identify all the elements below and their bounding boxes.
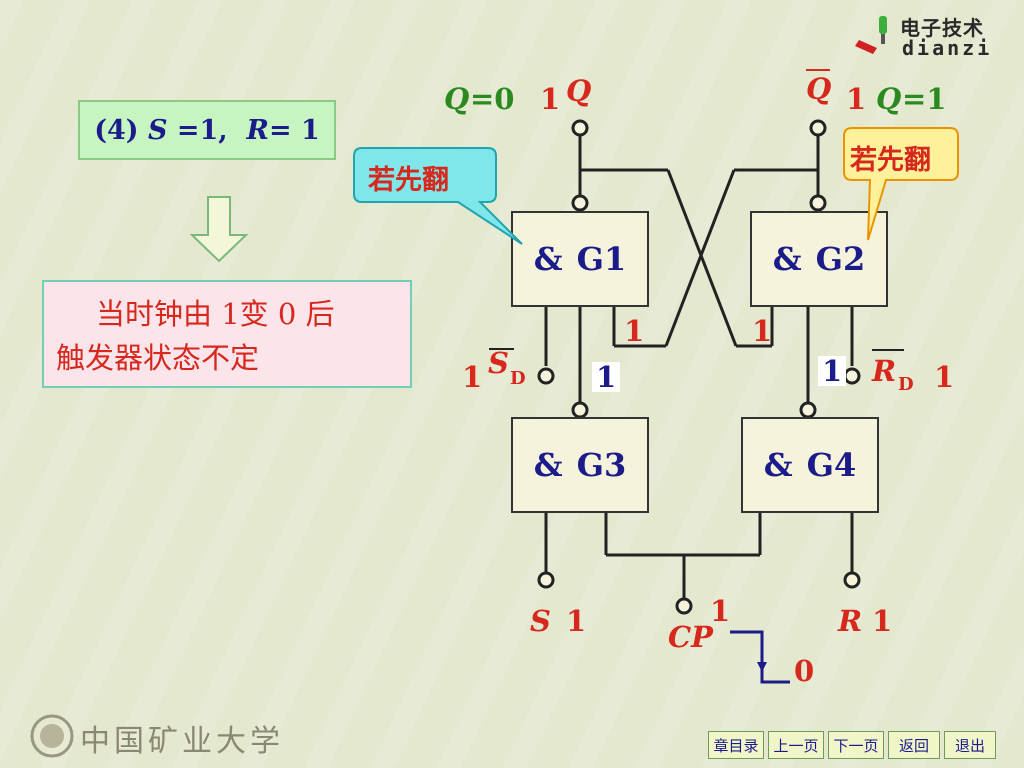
gate-g3-op: & <box>533 446 563 484</box>
s-input-value: 1 <box>566 604 587 638</box>
gate-g4: &G4 <box>741 417 879 513</box>
rd-sub: D <box>898 374 914 395</box>
nav-prev-page-button[interactable]: 上一页 <box>768 731 824 759</box>
cp-label: CP <box>668 620 713 654</box>
logo-subtext: dianzi <box>902 36 993 60</box>
sd-sub: D <box>510 368 526 389</box>
logo-text: 电子技术 <box>900 16 984 40</box>
q-left-one: 1 <box>540 82 561 116</box>
nav-back-button[interactable]: 返回 <box>888 731 940 759</box>
note-line-2: 触发器状态不定 <box>56 341 260 375</box>
s-input-var: S <box>530 604 551 638</box>
nav-exit-button[interactable]: 退出 <box>944 731 996 759</box>
gate-g2: &G2 <box>750 211 888 307</box>
note-line-1: 当时钟由 1变 0 后 <box>96 297 335 331</box>
q-right-eq: =1 <box>902 82 947 116</box>
university-name: 中国矿业大学 <box>80 724 284 759</box>
title-r-var: R <box>246 114 269 146</box>
callout-right-shape <box>843 127 959 241</box>
sd-var: S <box>488 346 509 380</box>
q-output-label: Q <box>566 74 592 108</box>
rd-var: R <box>872 354 897 388</box>
gate-g2-name: G2 <box>815 240 866 278</box>
r-input-value: 1 <box>872 604 893 638</box>
sd-value: 1 <box>462 360 483 394</box>
case-title: (4) S =1, R= 1 <box>78 100 336 160</box>
nav-bar: 章目录 上一页 下一页 返回 退出 <box>708 731 996 759</box>
q-left-var: Q <box>444 82 470 116</box>
gate-g1-name: G1 <box>576 240 627 278</box>
callout-left-shape <box>353 147 523 245</box>
g1-input-value: 1 <box>624 314 645 348</box>
gate-g3-name: G3 <box>576 446 627 484</box>
nav-chapter-index-button[interactable]: 章目录 <box>708 731 764 759</box>
nav-next-page-button[interactable]: 下一页 <box>828 731 884 759</box>
title-r-val: = 1 <box>268 114 320 146</box>
cp-high-value: 1 <box>710 594 731 628</box>
university-seal-icon <box>30 714 74 758</box>
g2-input-value: 1 <box>752 314 773 348</box>
callout-left: 若先翻 <box>368 165 449 196</box>
logo-plug-icon <box>855 16 887 54</box>
q-right-one: 1 <box>846 82 867 116</box>
gate-g2-op: & <box>772 240 802 278</box>
title-prefix: (4) <box>94 114 139 146</box>
note-box: 当时钟由 1变 0 后 触发器状态不定 <box>42 280 412 388</box>
callout-right: 若先翻 <box>850 145 931 176</box>
g4-output-value: 1 <box>818 356 847 386</box>
gate-g4-op: & <box>763 446 793 484</box>
down-arrow-icon <box>190 196 249 263</box>
q-left-eq: =0 <box>470 82 515 116</box>
q-right-var: Q <box>876 82 902 116</box>
cp-low-value: 0 <box>794 654 815 688</box>
g3-output-value: 1 <box>592 362 621 392</box>
rd-value: 1 <box>934 360 955 394</box>
title-s-val: =1, <box>167 114 247 146</box>
gate-g1-op: & <box>533 240 563 278</box>
gate-g3: &G3 <box>511 417 649 513</box>
gate-g1: &G1 <box>511 211 649 307</box>
qbar-output-label: Q <box>806 72 832 106</box>
title-s-var: S <box>147 114 168 146</box>
r-input-var: R <box>838 604 863 638</box>
gate-g4-name: G4 <box>806 446 857 484</box>
